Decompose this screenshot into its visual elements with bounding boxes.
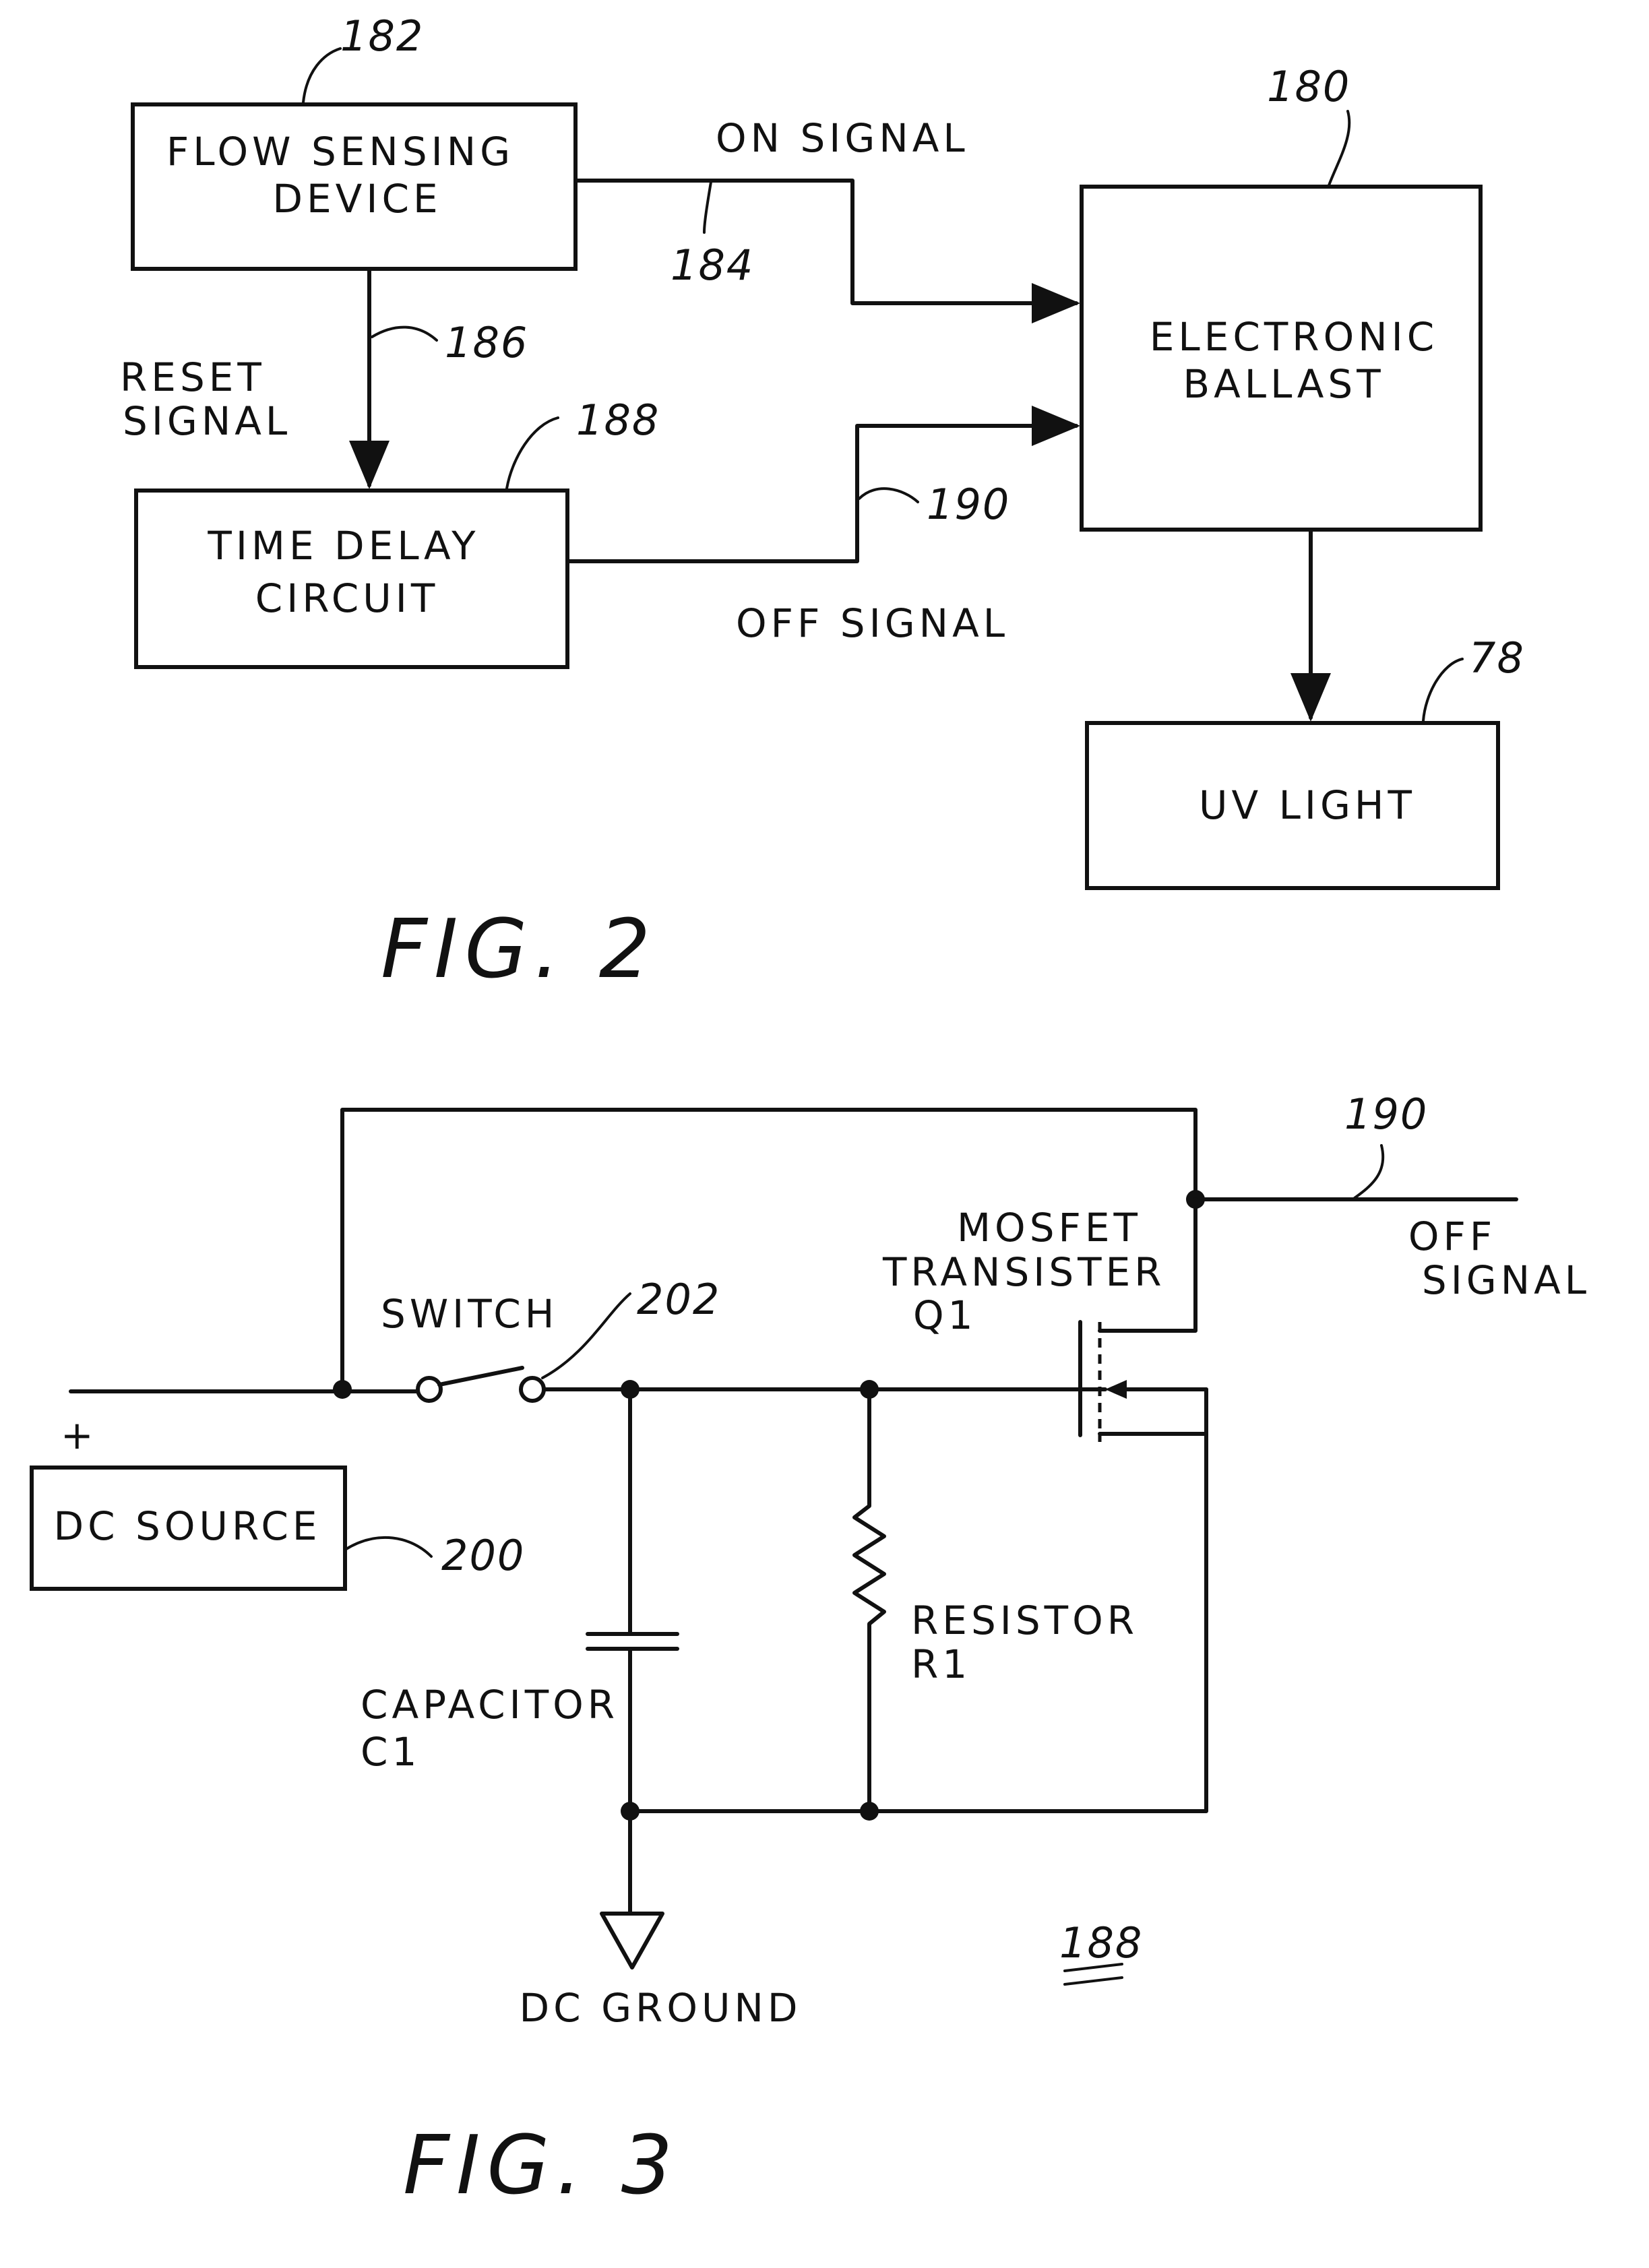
ref-leader-180 xyxy=(1328,110,1351,187)
circuit-ref-188: 188 xyxy=(1059,1918,1143,1967)
dc-ground-symbol: DC GROUND xyxy=(520,1809,802,2031)
return-wire xyxy=(628,1387,1208,1813)
figure-2-caption: FIG. 2 xyxy=(381,903,657,997)
ref-leader-78 xyxy=(1422,658,1464,722)
ref-leader-202 xyxy=(541,1292,631,1379)
input-node xyxy=(333,1380,352,1399)
ref-leader-190 xyxy=(858,487,919,503)
mosfet-q1: MOSFET TRANSISTER Q1 xyxy=(882,1197,1208,1442)
flow-sensing-device-label-line1: FLOW SENSING xyxy=(166,129,514,175)
ref-leader-182 xyxy=(302,47,342,104)
electronic-ballast-block: ELECTRONIC BALLAST 180 xyxy=(1080,62,1483,532)
dc-source-block: DC SOURCE 200 xyxy=(30,1466,525,1591)
off-signal-label-line2: SIGNAL xyxy=(1422,1257,1590,1303)
electronic-ballast-label-line2: BALLAST xyxy=(1183,361,1384,407)
off-signal-label: OFF SIGNAL xyxy=(736,600,1009,646)
ref-200: 200 xyxy=(441,1531,525,1580)
mosfet-label-line2: TRANSISTER xyxy=(882,1249,1166,1295)
top-loop-wire xyxy=(340,1108,1197,1391)
plus-sign: + xyxy=(61,1412,98,1458)
circuit-ref-underline-1 xyxy=(1063,1963,1123,1972)
reset-signal-label-line1: RESET xyxy=(120,354,266,400)
resistor-label-line2: R1 xyxy=(911,1641,971,1687)
switch-label: SWITCH xyxy=(381,1291,558,1337)
ground-label: DC GROUND xyxy=(520,1985,802,2031)
ref-78: 78 xyxy=(1469,633,1525,683)
on-signal-label: ON SIGNAL xyxy=(716,115,969,161)
on-signal-line: ON SIGNAL 184 xyxy=(573,115,1080,323)
circuit-ref-underline-2 xyxy=(1063,1976,1123,1986)
resistor-label-line1: RESISTOR xyxy=(911,1598,1138,1643)
reset-signal-line: RESET SIGNAL 186 xyxy=(120,267,528,489)
ref-186: 186 xyxy=(445,318,528,367)
ref-190-fig3: 190 xyxy=(1344,1090,1428,1139)
figure-3-caption: FIG. 3 xyxy=(403,2119,679,2213)
time-delay-circuit-label-line1: TIME DELAY xyxy=(207,523,479,569)
uv-light-block: UV LIGHT 78 xyxy=(1085,633,1525,890)
flow-sensing-device-block: FLOW SENSING DEVICE 182 xyxy=(131,11,578,271)
electronic-ballast-label-line1: ELECTRONIC xyxy=(1150,314,1438,360)
dc-source-label: DC SOURCE xyxy=(53,1503,321,1549)
time-delay-circuit-label-line2: CIRCUIT xyxy=(255,575,439,621)
ref-leader-190-fig3 xyxy=(1353,1144,1385,1199)
ref-190: 190 xyxy=(927,480,1010,529)
capacitor-label-line1: CAPACITOR xyxy=(361,1682,619,1728)
ref-184: 184 xyxy=(671,241,754,290)
resistor-bottom-node xyxy=(860,1802,879,1821)
ref-leader-184 xyxy=(703,181,712,234)
ref-202: 202 xyxy=(637,1275,720,1324)
ref-188-block: 188 xyxy=(576,396,660,445)
resistor-r1: RESISTOR R1 xyxy=(852,1380,1138,1813)
off-signal-line: OFF SIGNAL 190 xyxy=(565,406,1080,646)
capacitor-c1: CAPACITOR C1 xyxy=(361,1380,679,1813)
time-delay-circuit-block: TIME DELAY CIRCUIT 188 xyxy=(134,396,660,669)
ref-leader-186 xyxy=(371,325,438,342)
ref-leader-188 xyxy=(505,416,559,490)
ref-180: 180 xyxy=(1267,62,1350,111)
off-signal-label-line1: OFF xyxy=(1408,1214,1496,1259)
figure-2: FLOW SENSING DEVICE 182 ELECTRONIC BALLA… xyxy=(120,11,1525,997)
reset-signal-label-line2: SIGNAL xyxy=(123,398,291,444)
mosfet-label-line1: MOSFET xyxy=(957,1205,1142,1251)
switch-symbol: SWITCH 202 xyxy=(381,1275,720,1403)
flow-sensing-device-label-line2: DEVICE xyxy=(272,176,441,222)
figure-3: 190 OFF SIGNAL + DC SOURCE 200 SWITCH 20… xyxy=(30,1090,1590,2213)
uv-light-label: UV LIGHT xyxy=(1199,782,1416,828)
ref-leader-200 xyxy=(344,1536,433,1558)
ref-182: 182 xyxy=(340,11,424,61)
capacitor-label-line2: C1 xyxy=(361,1729,421,1775)
mosfet-label-line3: Q1 xyxy=(913,1292,977,1338)
